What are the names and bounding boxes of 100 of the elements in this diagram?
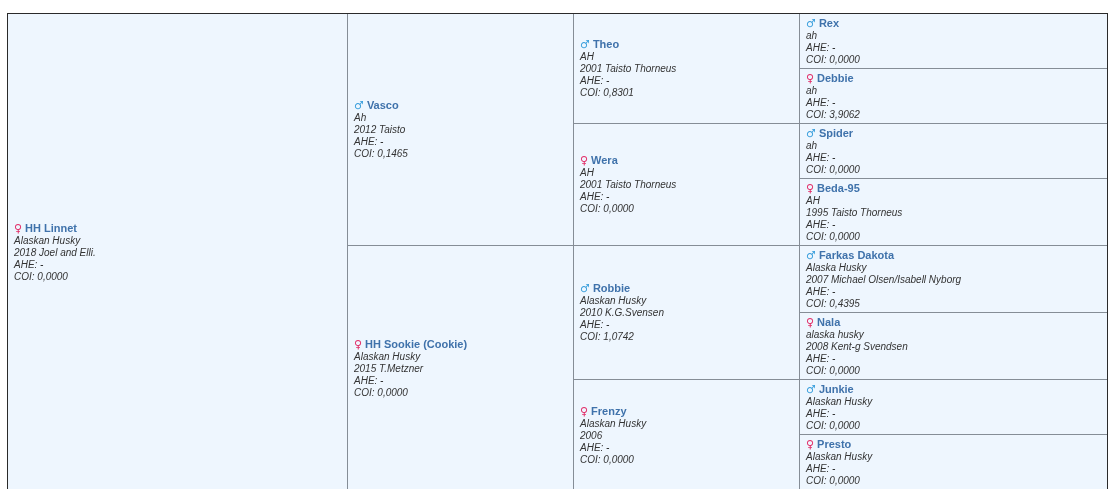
sex-symbol: ♂ <box>806 16 816 30</box>
sex-symbol: ♀ <box>580 404 589 418</box>
dog-detail: AHE: - <box>806 285 836 298</box>
dog-detail: COI: 0,0000 <box>806 53 860 66</box>
dog-detail: 2010 K.G.Svensen <box>580 307 664 319</box>
sex-symbol: ♀ <box>14 221 23 235</box>
pedigree-cell <box>800 380 1107 434</box>
dog-name: Frenzy <box>591 404 627 418</box>
dog-detail: COI: 0,8301 <box>580 87 634 99</box>
sex-symbol: ♂ <box>580 282 590 295</box>
dog-detail: 2018 Joel and Elli. <box>14 246 96 259</box>
dog-detail: AH <box>806 194 820 207</box>
dog-detail: COI: 0,0000 <box>806 475 860 487</box>
pedigree-cell <box>800 69 1107 123</box>
pedigree-cell <box>574 14 799 123</box>
dog-detail: AHE: - <box>354 374 384 387</box>
dog-detail: 2012 Taisto <box>354 124 406 136</box>
dog-name: Presto <box>817 438 852 451</box>
dog-detail: AHE: - <box>806 218 836 231</box>
dog-detail: COI: 0,0000 <box>806 419 860 432</box>
dog-name: Vasco <box>366 99 399 112</box>
dog-name: Farkas Dakota <box>818 248 895 262</box>
pedigree-cell <box>8 14 347 489</box>
dog-name: HH Sookie (Cookie) <box>365 337 468 351</box>
dog-name: Beda-95 <box>817 181 860 195</box>
dog-name: HH Linnet <box>25 221 77 235</box>
dog-detail: ah <box>806 84 818 97</box>
dog-detail: 1995 Taisto Thorneus <box>806 206 903 219</box>
dog-detail: 2015 T.Metzner <box>354 362 424 375</box>
dog-detail: AHE: - <box>806 41 836 54</box>
dog-detail: COI: 3,9062 <box>806 108 860 121</box>
dog-detail: Alaskan Husky <box>806 395 873 408</box>
pedigree-cell <box>800 14 1107 68</box>
dog-detail: Alaskan Husky <box>580 417 647 430</box>
pedigree-cell <box>574 246 799 379</box>
dog-detail: 2006 <box>580 429 603 442</box>
pedigree-cell <box>800 435 1107 489</box>
dog-detail: AHE: - <box>580 191 610 203</box>
dog-detail: 2001 Taisto Thorneus <box>580 63 677 75</box>
dog-name: Robbie <box>592 282 631 295</box>
dog-detail: ah <box>806 29 818 42</box>
dog-detail: Alaska Husky <box>806 261 867 274</box>
sex-symbol: ♀ <box>806 71 815 85</box>
pedigree-cell <box>800 313 1107 379</box>
dog-detail: AHE: - <box>806 352 836 365</box>
dog-detail: COI: 0,0000 <box>806 230 860 243</box>
dog-name: Wera <box>591 154 618 167</box>
dog-detail: Alaskan Husky <box>806 451 873 463</box>
dog-detail: COI: 0,0000 <box>580 453 634 466</box>
dog-detail: COI: 0,0000 <box>354 386 408 399</box>
dog-detail: COI: 1,0742 <box>580 331 634 343</box>
pedigree-cell <box>348 246 573 489</box>
dog-detail: Alaskan Husky <box>580 295 647 307</box>
pedigree-cell <box>800 124 1107 178</box>
dog-detail: Alaskan Husky <box>14 234 81 247</box>
pedigree-cell <box>574 124 799 245</box>
dog-name: Theo <box>592 38 620 51</box>
dog-detail: ah <box>806 139 818 152</box>
dog-detail: COI: 0,1465 <box>354 148 408 160</box>
dog-detail: AH <box>580 51 594 63</box>
dog-detail: 2008 Kent-g Svendsen <box>806 340 908 353</box>
dog-detail: AH <box>580 167 594 179</box>
dog-detail: COI: 0,0000 <box>14 270 68 283</box>
dog-detail: 2007 Michael Olsen/Isabell Nyborg <box>806 273 962 286</box>
dog-detail: AHE: - <box>806 96 836 109</box>
dog-detail: AHE: - <box>14 258 44 271</box>
dog-detail: COI: 0,0000 <box>580 203 634 215</box>
dog-name: Nala <box>817 315 841 329</box>
sex-symbol: ♂ <box>806 126 816 140</box>
dog-detail: AHE: - <box>806 407 836 420</box>
dog-detail: COI: 0,0000 <box>806 163 860 176</box>
dog-detail: Alaskan Husky <box>354 350 421 363</box>
dog-detail: AHE: - <box>806 463 836 475</box>
sex-symbol: ♂ <box>806 248 816 262</box>
sex-symbol: ♀ <box>354 337 363 351</box>
sex-symbol: ♂ <box>806 382 816 396</box>
dog-name: Spider <box>818 126 854 140</box>
dog-name: Debbie <box>817 71 854 85</box>
pedigree-cell <box>800 179 1107 245</box>
dog-detail: AHE: - <box>580 319 610 331</box>
sex-symbol: ♀ <box>806 438 815 451</box>
dog-detail: Ah <box>354 112 367 124</box>
pedigree-cell <box>800 246 1107 312</box>
dog-detail: AHE: - <box>354 136 384 148</box>
pedigree-cell <box>348 14 573 245</box>
sex-symbol: ♀ <box>806 181 815 195</box>
dog-detail: AHE: - <box>580 75 610 87</box>
dog-detail: 2001 Taisto Thorneus <box>580 179 677 191</box>
dog-name: Rex <box>818 16 840 30</box>
sex-symbol: ♂ <box>580 38 590 51</box>
dog-detail: COI: 0,0000 <box>806 364 860 377</box>
dog-detail: COI: 0,4395 <box>806 297 860 310</box>
dog-name: Junkie <box>818 382 854 396</box>
pedigree-cell <box>574 380 799 489</box>
dog-detail: alaska husky <box>806 328 864 341</box>
dog-detail: AHE: - <box>806 151 836 164</box>
sex-symbol: ♀ <box>580 154 589 167</box>
sex-symbol: ♀ <box>806 315 815 329</box>
dog-detail: AHE: - <box>580 441 610 454</box>
sex-symbol: ♂ <box>354 99 364 112</box>
